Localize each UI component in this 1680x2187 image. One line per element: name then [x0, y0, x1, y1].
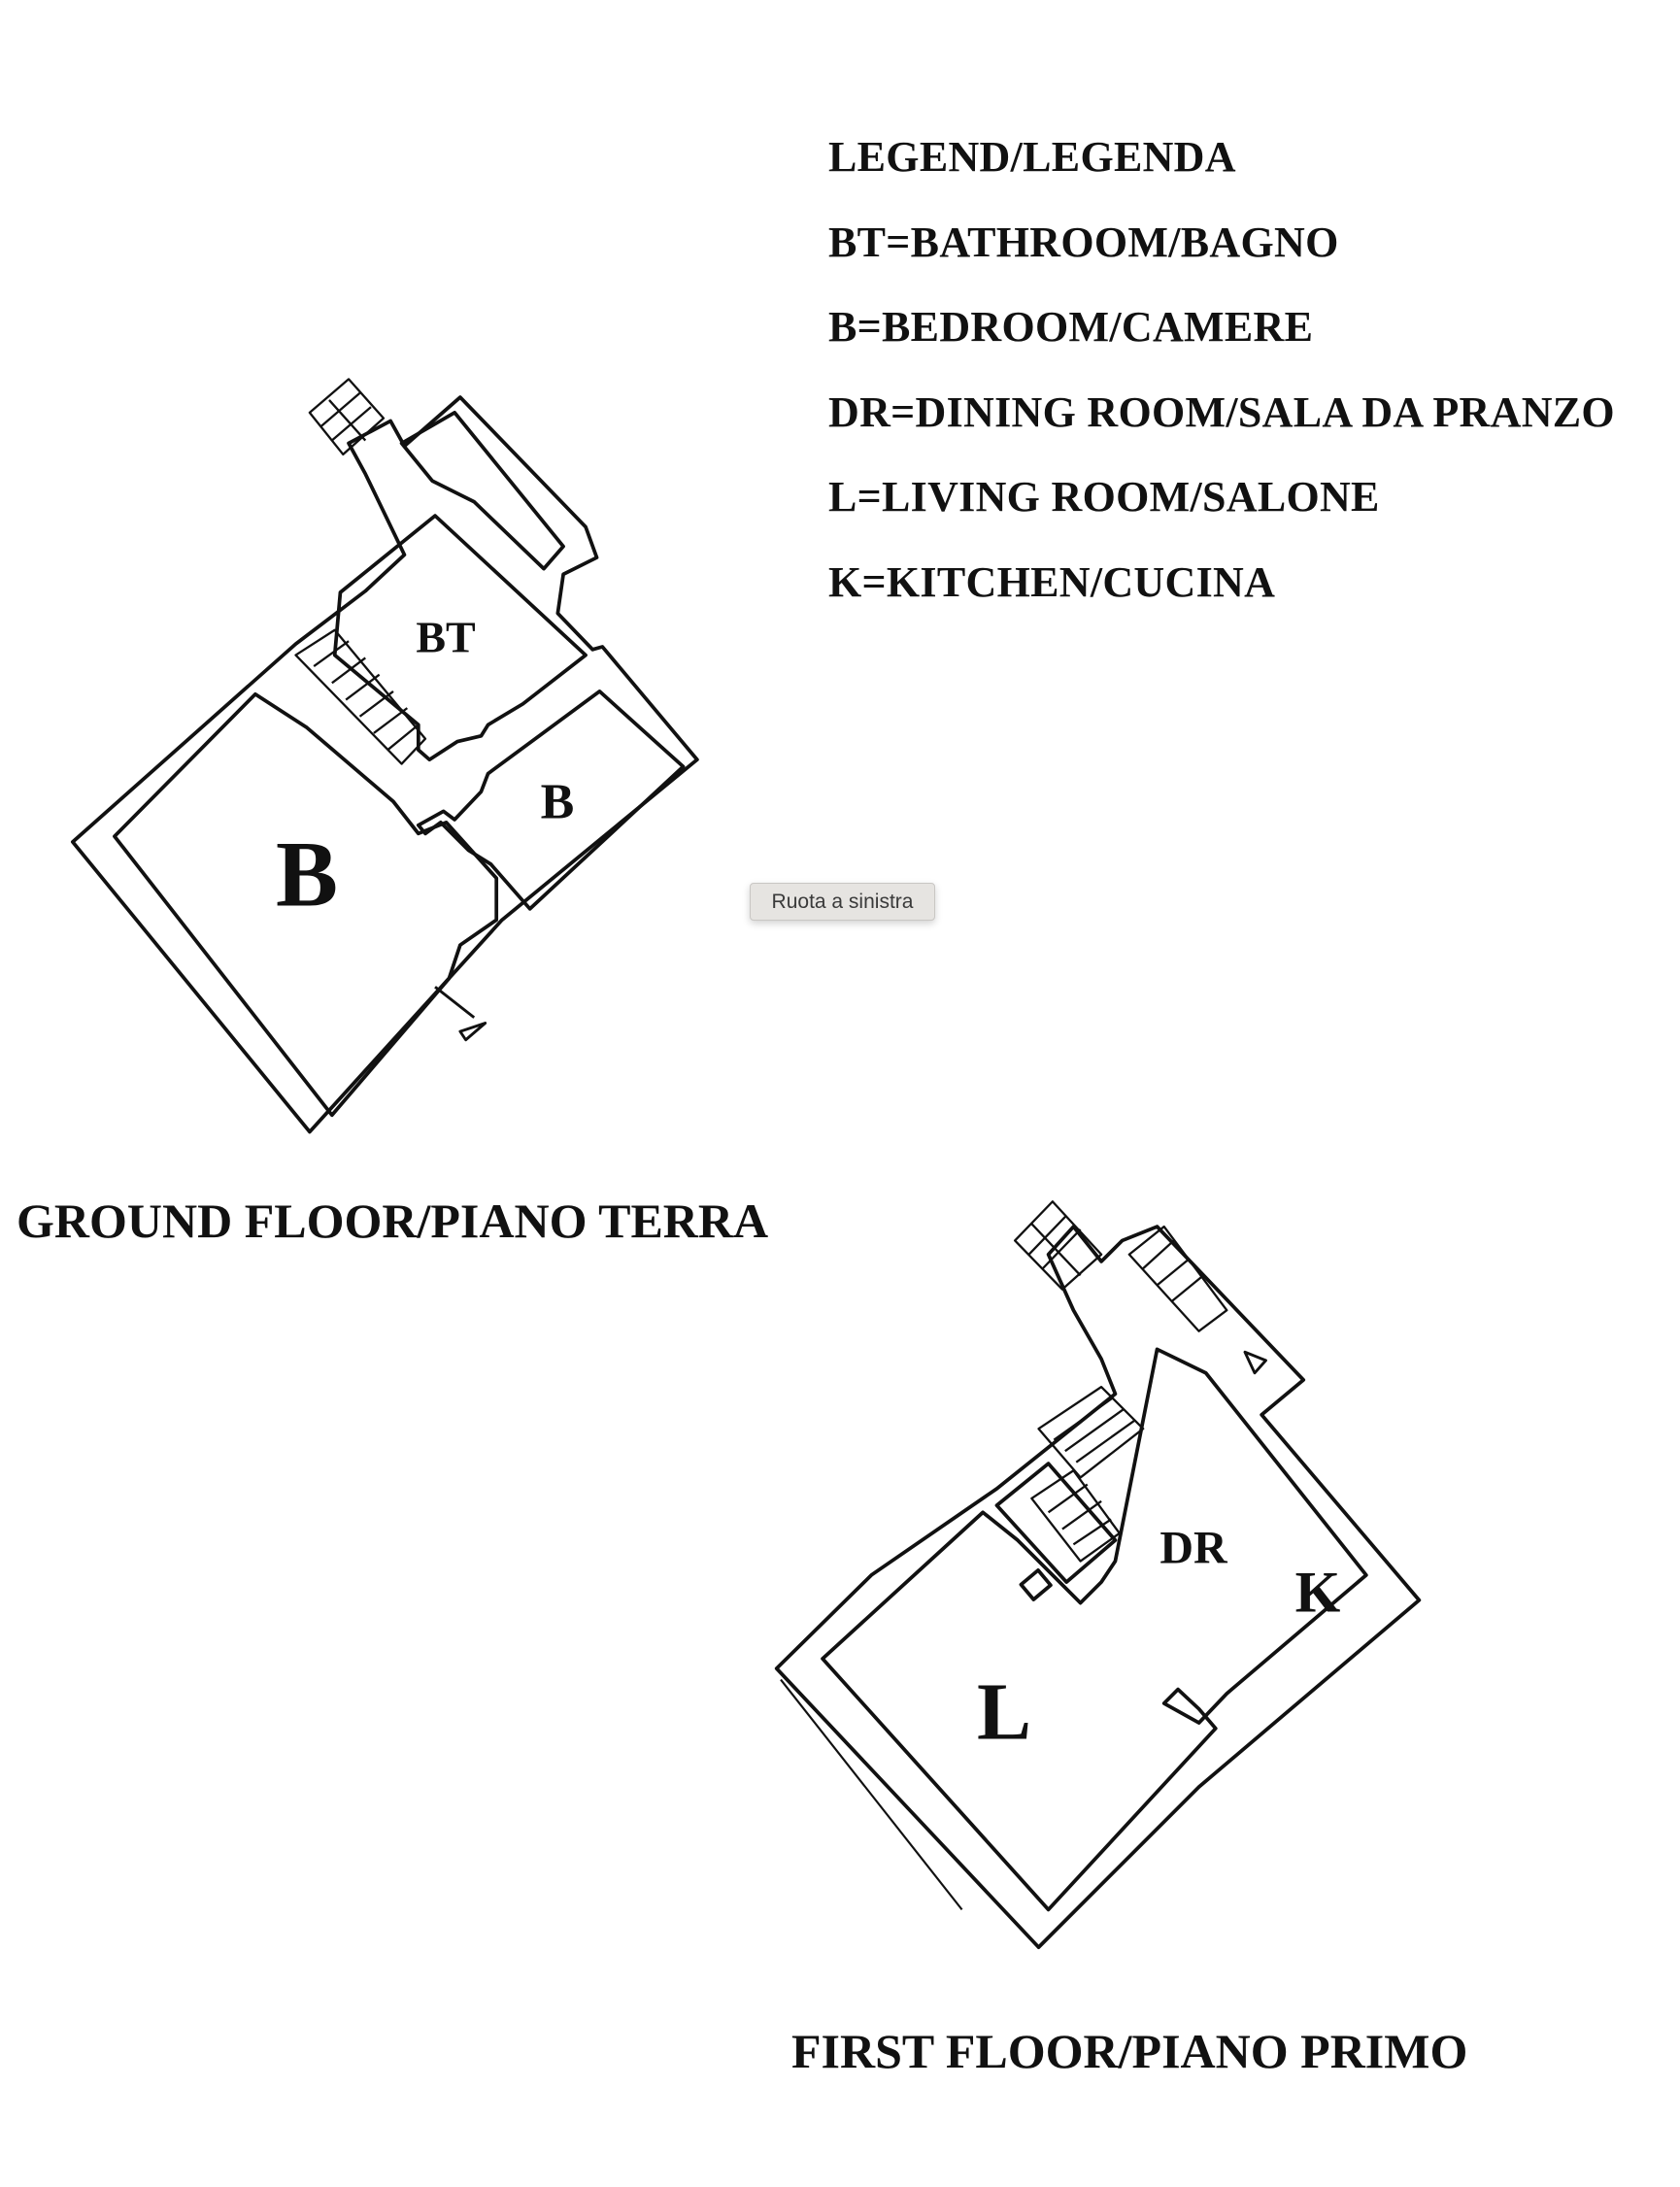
room-label-kitchen: K: [1294, 1560, 1341, 1625]
legend-item-living-room: L=LIVING ROOM/SALONE: [828, 473, 1380, 522]
legend-item-kitchen: K=KITCHEN/CUCINA: [828, 557, 1276, 606]
ground-floor-caption: GROUND FLOOR/PIANO TERRA: [17, 1194, 769, 1248]
ground-floor-stairs-icon: [294, 378, 427, 765]
first-floor-stair-landing-wall: [994, 1462, 1118, 1584]
ground-floor-corridor-wall: [399, 410, 565, 571]
legend: LEGEND/LEGENDA BT=BATHROOM/BAGNO B=BEDRO…: [828, 115, 1615, 625]
room-label-living-room: L: [976, 1666, 1032, 1758]
room-label-small-bedroom: B: [540, 774, 575, 830]
first-floor-entrance-arrow-icon: [1243, 1350, 1267, 1375]
first-floor-column: [1019, 1568, 1053, 1601]
first-floor-living-room-wall: [821, 1347, 1368, 1912]
legend-title: LEGEND/LEGENDA: [828, 133, 1236, 181]
legend-item-bathroom: BT=BATHROOM/BAGNO: [828, 218, 1339, 266]
entrance-arrow-icon: [458, 1022, 487, 1042]
ground-floor-plan: [70, 378, 699, 1134]
room-label-dining-room: DR: [1159, 1522, 1227, 1574]
first-floor-plan: [774, 1200, 1422, 1949]
first-floor-caption: FIRST FLOOR/PIANO PRIMO: [791, 2024, 1468, 2078]
legend-item-dining-room: DR=DINING ROOM/SALA DA PRANZO: [828, 387, 1615, 436]
ground-floor-outer-wall: [70, 395, 699, 1134]
ground-floor-small-bedroom-wall: [416, 690, 686, 911]
first-floor-stairs-icon: [1013, 1200, 1228, 1563]
room-label-main-bedroom: B: [275, 822, 339, 926]
room-label-bathroom: BT: [416, 612, 476, 662]
rotate-left-tooltip: Ruota a sinistra: [750, 883, 935, 921]
legend-item-bedroom: B=BEDROOM/CAMERE: [828, 303, 1314, 352]
